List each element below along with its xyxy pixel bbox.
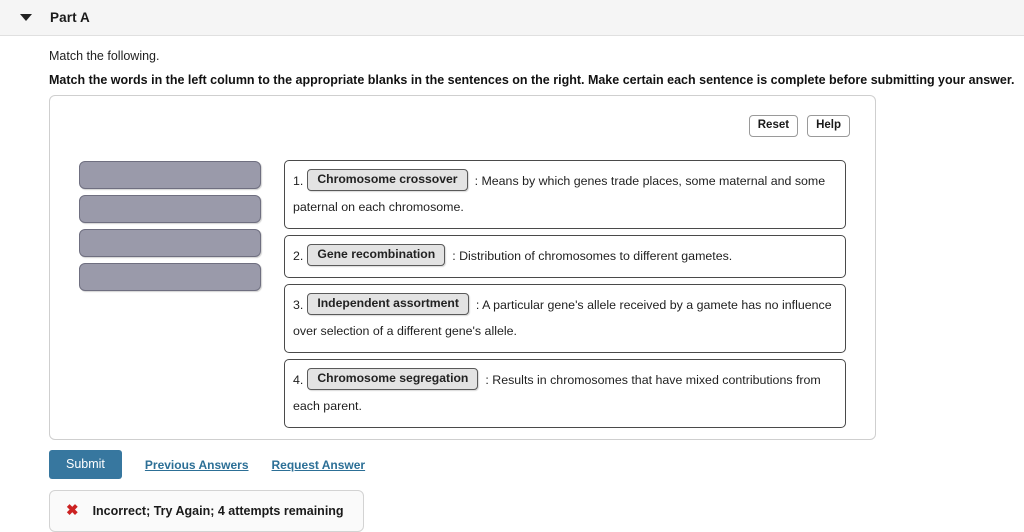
sentence-list: 1.Chromosome crossover: Means by which g… <box>284 160 846 434</box>
answer-chip[interactable]: Gene recombination <box>307 244 446 266</box>
request-answer-link[interactable]: Request Answer <box>271 457 366 472</box>
previous-answers-link[interactable]: Previous Answers <box>144 457 249 472</box>
answer-chip[interactable]: Independent assortment <box>307 293 469 315</box>
word-bank-slot[interactable] <box>79 263 261 291</box>
chevron-down-icon[interactable] <box>20 14 32 21</box>
sentence-number: 3. <box>293 298 304 312</box>
sentence-definition: : Distribution of chromosomes to differe… <box>452 249 733 263</box>
sentence-definition: : A particular gene's allele received by… <box>293 298 832 338</box>
sentence-row: 2.Gene recombination : Distribution of ch… <box>284 235 846 278</box>
submit-button[interactable]: Submit <box>49 450 122 479</box>
answer-chip[interactable]: Chromosome crossover <box>307 169 468 191</box>
feedback-banner: ✖ Incorrect; Try Again; 4 attempts remai… <box>49 490 364 532</box>
sentence-number: 2. <box>293 249 304 263</box>
sentence-row: 3.Independent assortment: A particular g… <box>284 284 846 353</box>
sentence-row: 4.Chromosome segregation: Results in chr… <box>284 359 846 428</box>
panel-toolbar: Reset Help <box>748 115 850 137</box>
part-header: Part A <box>0 0 1024 36</box>
sentence-definition: : Results in chromosomes that have mixed… <box>293 373 821 413</box>
reset-button[interactable]: Reset <box>748 115 799 137</box>
word-bank-slot[interactable] <box>79 161 261 189</box>
sentence-number: 4. <box>293 373 304 387</box>
sentence-row: 1.Chromosome crossover: Means by which g… <box>284 160 846 229</box>
sentence-definition: : Means by which genes trade places, som… <box>293 174 826 214</box>
help-button[interactable]: Help <box>807 115 850 137</box>
action-bar: Submit Previous Answers Request Answer <box>49 450 365 479</box>
instruction-line-1: Match the following. <box>49 49 160 63</box>
word-bank-slot[interactable] <box>79 229 261 257</box>
cross-mark-icon: ✖ <box>66 502 79 519</box>
instructions: Match the following. Match the words in … <box>0 36 1024 89</box>
feedback-message: Incorrect; Try Again; 4 attempts remaini… <box>92 503 344 518</box>
word-bank <box>79 161 261 297</box>
matching-exercise-panel: Reset Help 1.Chromosome crossover: Means… <box>49 95 876 440</box>
page-title: Part A <box>50 10 90 25</box>
sentence-number: 1. <box>293 174 304 188</box>
word-bank-slot[interactable] <box>79 195 261 223</box>
answer-chip[interactable]: Chromosome segregation <box>307 368 479 390</box>
instruction-line-2: Match the words in the left column to th… <box>49 73 1015 87</box>
